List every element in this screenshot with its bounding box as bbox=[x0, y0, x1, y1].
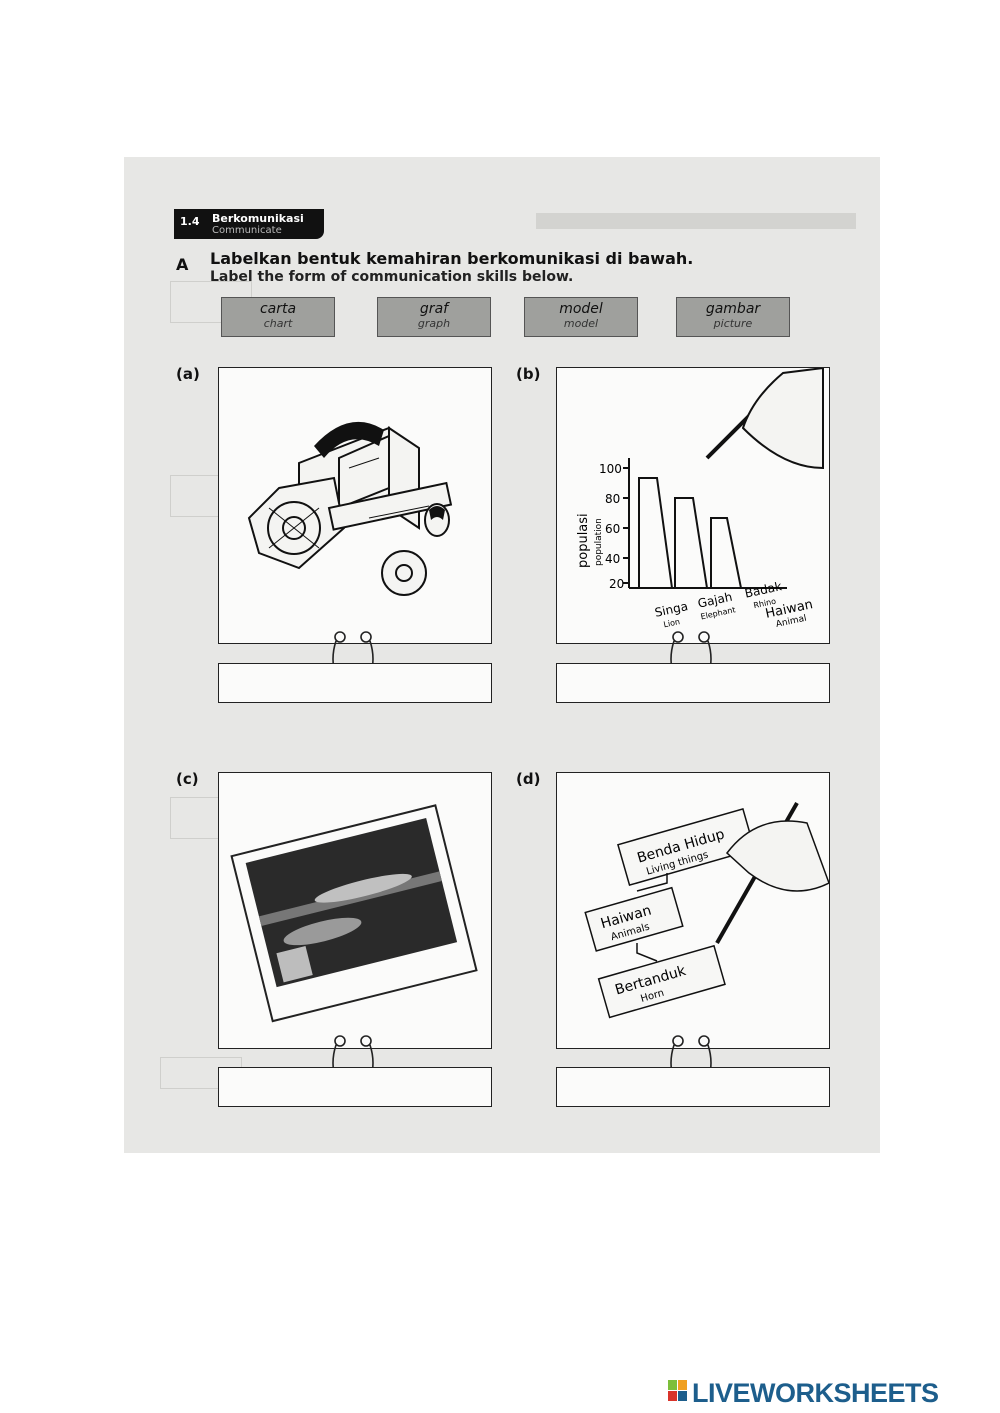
option-graph[interactable]: graf graph bbox=[377, 297, 491, 337]
question-letter: A bbox=[176, 255, 189, 274]
y-axis-label: populasi bbox=[576, 513, 591, 568]
category-sublabel: Lion bbox=[663, 617, 681, 629]
option-sublabel: graph bbox=[417, 317, 451, 330]
bar-graph-illustration: 100 80 60 40 20 populasi population Sing… bbox=[576, 366, 824, 630]
option-sublabel: picture bbox=[713, 317, 753, 330]
answer-box-c[interactable] bbox=[218, 1067, 492, 1107]
panel-label-d: (d) bbox=[516, 770, 541, 788]
panel-label-b: (b) bbox=[516, 365, 541, 383]
option-sublabel: chart bbox=[263, 317, 293, 330]
option-label: carta bbox=[259, 301, 297, 317]
ytick: 40 bbox=[605, 552, 620, 566]
ytick: 80 bbox=[605, 492, 620, 506]
answer-box-d[interactable] bbox=[556, 1067, 830, 1107]
question-text-ms: Labelkan bentuk kemahiran berkomunikasi … bbox=[210, 249, 694, 268]
category-label: Singa bbox=[653, 599, 689, 620]
y-axis-sublabel: population bbox=[594, 518, 604, 566]
option-model[interactable]: model model bbox=[524, 297, 638, 337]
panel-a bbox=[218, 367, 492, 644]
liveworksheets-logo-icon bbox=[668, 1380, 688, 1402]
option-chart[interactable]: carta chart bbox=[221, 297, 335, 337]
ytick: 100 bbox=[599, 462, 622, 476]
section-tag: 1.4 Berkomunikasi Communicate bbox=[174, 209, 324, 239]
panel-label-a: (a) bbox=[176, 365, 200, 383]
option-label: gambar bbox=[705, 301, 761, 317]
answer-box-a[interactable] bbox=[218, 663, 492, 703]
option-label: model bbox=[559, 301, 603, 317]
section-subtitle: Communicate bbox=[212, 225, 282, 236]
option-label: graf bbox=[419, 301, 449, 317]
answer-box-b[interactable] bbox=[556, 663, 830, 703]
option-sublabel: model bbox=[563, 317, 599, 330]
panel-label-c: (c) bbox=[176, 770, 199, 788]
panel-d: Benda Hidup Living things Haiwan Animals… bbox=[556, 772, 830, 1049]
tractor-model-illustration bbox=[247, 421, 453, 596]
ghost-header-bar bbox=[536, 213, 856, 229]
panel-b: 100 80 60 40 20 populasi population Sing… bbox=[556, 366, 830, 644]
ytick: 60 bbox=[605, 522, 620, 536]
photograph-illustration bbox=[230, 804, 478, 1023]
scanned-page: 1.4 Berkomunikasi Communicate A Labelkan… bbox=[124, 157, 880, 1153]
panel-c bbox=[218, 772, 492, 1049]
ytick: 20 bbox=[609, 577, 624, 591]
category-label: Badak bbox=[743, 579, 783, 601]
question-text-en: Label the form of communication skills b… bbox=[210, 269, 574, 285]
section-title: Berkomunikasi bbox=[212, 212, 304, 225]
section-number: 1.4 bbox=[180, 215, 200, 228]
classification-chart-illustration: Benda Hidup Living things Haiwan Animals… bbox=[584, 802, 830, 1019]
option-picture[interactable]: gambar picture bbox=[676, 297, 790, 337]
liveworksheets-brand[interactable]: LIVEWORKSHEETS bbox=[692, 1378, 939, 1408]
